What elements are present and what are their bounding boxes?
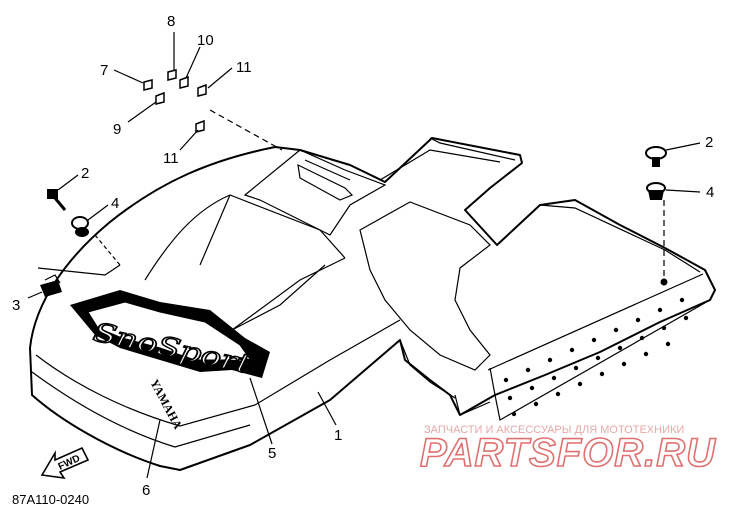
grommet-left — [71, 216, 89, 237]
callout-11-mid: 11 — [163, 150, 179, 167]
snosport-decal: SnoSport — [70, 290, 270, 381]
callout-2-left: 2 — [81, 165, 89, 182]
callout-9: 9 — [113, 121, 121, 138]
small-clips — [143, 69, 207, 133]
leader-lines — [27, 32, 701, 479]
callout-10: 10 — [197, 32, 214, 49]
callout-2-right: 2 — [705, 134, 713, 151]
callout-3: 3 — [12, 297, 20, 314]
brand-emblem: YAMAHA — [147, 377, 185, 432]
screw-left — [47, 189, 67, 211]
watermark-site: PARTSFOR.RU — [420, 431, 716, 475]
watermark-caption: ЗАПЧАСТИ И АКСЕССУАРЫ ДЛЯ МОТОТЕХНИКИ — [424, 424, 684, 436]
screw-right — [645, 146, 667, 167]
callout-6: 6 — [142, 482, 150, 499]
grommet-right — [646, 182, 666, 200]
rivet-holes — [503, 278, 689, 417]
fwd-arrow: FWD — [40, 446, 90, 480]
callout-5: 5 — [268, 445, 276, 462]
diagram-code: 87A110-0240 — [12, 492, 89, 507]
hood-body — [29, 137, 716, 471]
callout-1: 1 — [334, 427, 342, 444]
callout-4-left: 4 — [111, 195, 119, 212]
callout-7: 7 — [100, 62, 108, 79]
fwd-label: FWD — [57, 453, 82, 473]
callout-4-right: 4 — [706, 184, 714, 201]
watermark: ЗАПЧАСТИ И АКСЕССУАРЫ ДЛЯ МОТОТЕХНИКИ PA… — [419, 424, 716, 476]
callout-numbers: 1 2 2 3 4 4 5 6 7 8 9 10 11 11 — [12, 13, 714, 499]
callout-11-top: 11 — [236, 59, 252, 76]
callout-8: 8 — [167, 13, 175, 30]
clip-fastener — [40, 274, 62, 297]
fasteners — [40, 69, 667, 297]
